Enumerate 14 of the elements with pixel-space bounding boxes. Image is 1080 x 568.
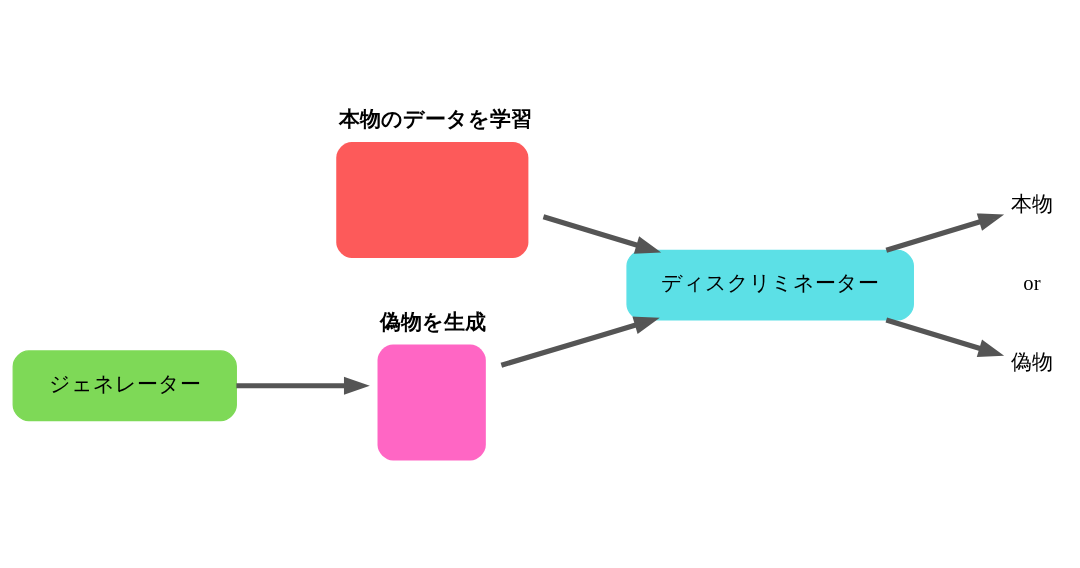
- arrow: [236, 376, 370, 395]
- node-box: [336, 141, 529, 258]
- arrow: [500, 316, 660, 368]
- node-text: 偽物: [1010, 350, 1053, 373]
- node-box: [377, 343, 486, 461]
- node-label: 偽物を生成: [380, 309, 487, 334]
- label: or: [1023, 271, 1041, 294]
- arrow: [885, 317, 1005, 357]
- node-box: ジェネレーター: [12, 349, 237, 421]
- arrow: [885, 212, 1005, 253]
- node-label: 本物のデータを学習: [338, 106, 532, 131]
- node-text: 本物: [1010, 192, 1053, 215]
- node-box: ディスクリミネーター: [626, 249, 914, 321]
- arrow: [542, 213, 662, 254]
